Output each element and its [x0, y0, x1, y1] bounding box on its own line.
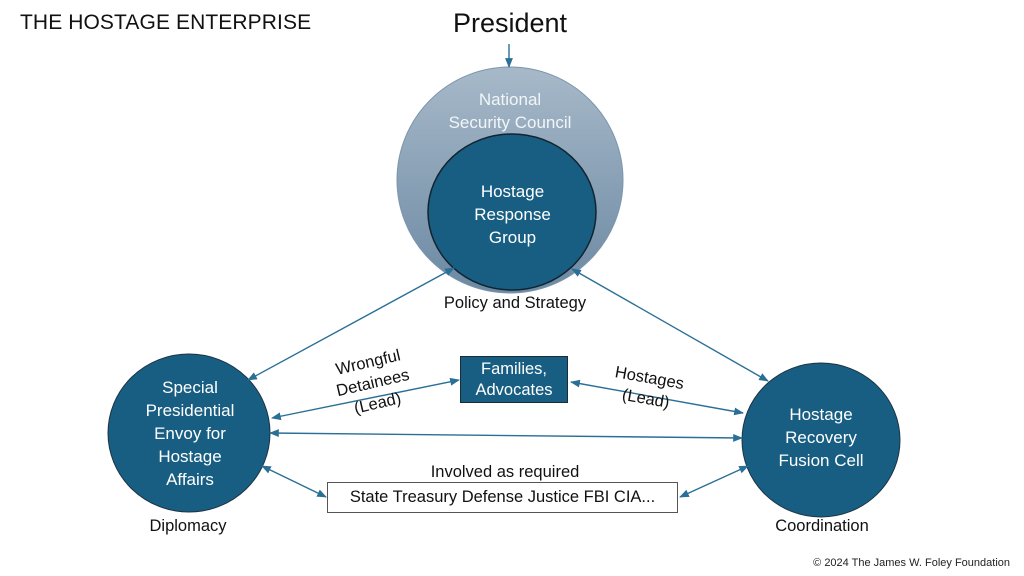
- envoy-line: Hostage: [158, 447, 222, 466]
- arrow-envoy-agencies: [261, 465, 327, 498]
- hrg-line: Hostage: [480, 182, 545, 201]
- families-advocates-box: Families, Advocates: [460, 356, 568, 403]
- president-label: President: [452, 8, 568, 38]
- nsc-line: National: [478, 90, 542, 109]
- involved-caption: Involved as required: [430, 463, 580, 481]
- envoy-line: Envoy for: [154, 424, 226, 443]
- envoy-label: Special Presidential Envoy for Hostage A…: [120, 376, 260, 491]
- families-line: Advocates: [475, 381, 553, 399]
- hrg-circle: [427, 133, 597, 291]
- arrow-families-hrfc: [570, 379, 744, 416]
- page-title: THE HOSTAGE ENTERPRISE: [20, 11, 312, 34]
- hrfc-line: Recovery: [785, 428, 857, 447]
- envoy-line: Special: [162, 378, 218, 397]
- arrow-hrg-hrfc: [571, 268, 769, 382]
- policy-strategy-caption: Policy and Strategy: [443, 294, 587, 312]
- arrow-hrg-envoy: [247, 267, 455, 381]
- nsc-label: National Security Council: [420, 88, 600, 134]
- arrow-envoy-families: [271, 377, 460, 421]
- families-line: Families,: [480, 360, 547, 378]
- coordination-caption: Coordination: [775, 517, 869, 535]
- hrfc-line: Hostage: [789, 405, 853, 424]
- hrfc-label: Hostage Recovery Fusion Cell: [750, 403, 892, 472]
- hrg-line: Response: [474, 205, 551, 224]
- arrow-agencies-hrfc: [679, 465, 749, 498]
- hrg-line: Group: [488, 228, 537, 247]
- nsc-line: Security Council: [448, 113, 572, 132]
- hrfc-line: Fusion Cell: [778, 451, 864, 470]
- hrg-label: Hostage Response Group: [440, 180, 585, 249]
- agencies-box: State Treasury Defense Justice FBI CIA..…: [327, 482, 678, 513]
- envoy-line: Presidential: [145, 401, 235, 420]
- arrow-envoy-hrfc: [269, 429, 743, 442]
- diplomacy-caption: Diplomacy: [149, 517, 227, 535]
- copyright-footer: © 2024 The James W. Foley Foundation: [813, 557, 1010, 569]
- envoy-line: Affairs: [166, 470, 214, 489]
